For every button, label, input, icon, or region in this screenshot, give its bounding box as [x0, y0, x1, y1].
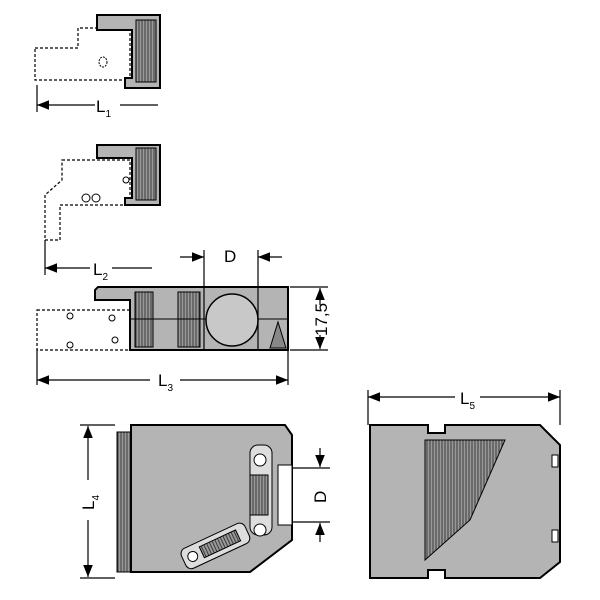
- dimension-l5-label: L5: [460, 389, 475, 412]
- dimension-l4-label: L4: [79, 495, 102, 510]
- dimension-d-top-label: D: [224, 247, 236, 266]
- dimension-height-label: 17,5: [312, 303, 331, 336]
- view-2-angled: L2: [44, 144, 161, 283]
- view-3-side: D 17,5 L3: [36, 247, 331, 394]
- dimension-l3-label: L3: [158, 371, 173, 394]
- dimension-l1-label: L1: [96, 97, 111, 120]
- dimension-l2-label: L2: [93, 260, 108, 283]
- view-1-straight: L1: [34, 14, 161, 120]
- view-4-front: L4 D: [79, 424, 330, 579]
- dimension-d-side-label: D: [311, 491, 330, 503]
- view-5-top: L5: [367, 389, 561, 579]
